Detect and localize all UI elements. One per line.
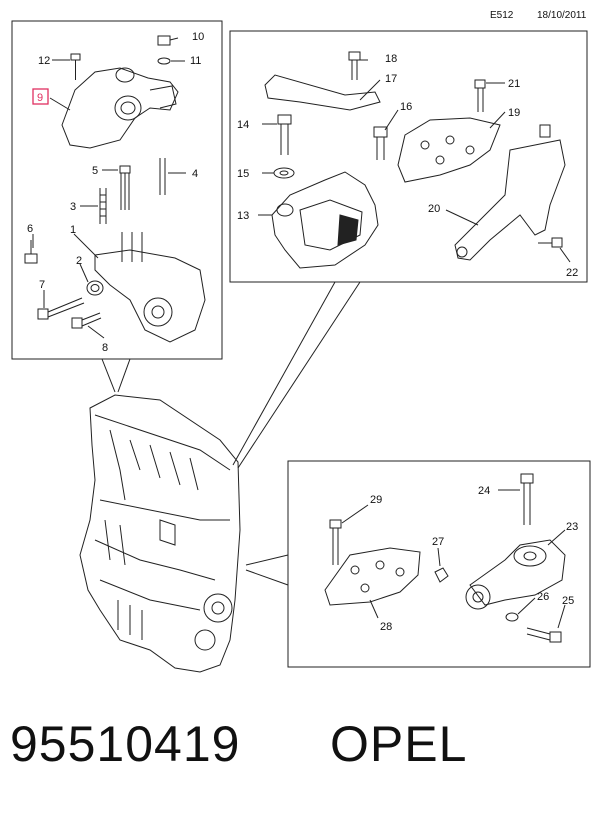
callout-25: 25: [562, 595, 574, 607]
washer-11: [157, 57, 171, 65]
bolt-8: [71, 312, 102, 329]
bolt-25: [526, 627, 562, 643]
callout-24: 24: [478, 485, 490, 497]
diagram-date: 18/10/2011: [537, 10, 587, 21]
callout-2: 2: [76, 255, 82, 267]
callout-4: 4: [192, 168, 198, 180]
bracket-17: [264, 74, 381, 111]
connector-bottom-2: [245, 569, 289, 586]
part-number: 95510419: [10, 716, 241, 772]
bolt-24: [520, 473, 534, 525]
connector-left-2: [117, 358, 131, 393]
nut-27: [434, 567, 449, 583]
highlight-box-9: [32, 88, 49, 105]
connector-right: [232, 281, 336, 466]
torque-mount-23: [465, 539, 566, 610]
bolt-7: [37, 297, 85, 320]
nut-10: [157, 35, 171, 46]
callout-1: 1: [70, 224, 76, 236]
callout-labels: 12 10 11 9 5 4 3 6 1 2 7 8 18 17 16 14 1…: [27, 31, 578, 633]
torque-rod-20: [454, 124, 566, 261]
callout-9: 9: [37, 92, 43, 104]
plate-28: [324, 547, 421, 606]
stud-4: [159, 158, 166, 195]
washer-15: [273, 167, 295, 179]
bolt-14: [277, 114, 292, 155]
callout-5: 5: [92, 165, 98, 177]
bushing-2: [86, 280, 104, 296]
mount-13: [271, 171, 379, 269]
leaders-top-left: [32, 37, 186, 339]
bolt-5: [119, 165, 131, 210]
callout-3: 3: [70, 201, 76, 213]
connector-left: [101, 358, 116, 393]
washer-26: [505, 612, 519, 622]
callout-12: 12: [38, 55, 50, 67]
stud-3: [99, 188, 107, 224]
callout-23: 23: [566, 521, 578, 533]
bolt-18: [348, 51, 361, 80]
engine-mount-bracket-9: [61, 67, 179, 149]
connector-bottom: [245, 554, 289, 566]
callout-26: 26: [537, 591, 549, 603]
bracket-assembly-1: [94, 232, 206, 343]
panel-bottom-right: [287, 460, 591, 668]
callout-28: 28: [380, 621, 392, 633]
bolt-29: [329, 519, 342, 565]
callout-22: 22: [566, 267, 578, 279]
callout-11: 11: [190, 55, 201, 67]
panel-top-right: [229, 30, 588, 283]
plate-19: [397, 117, 501, 183]
callout-7: 7: [39, 279, 45, 291]
callout-8: 8: [102, 342, 108, 354]
panel-top-left: [11, 20, 223, 360]
callout-29: 29: [370, 494, 382, 506]
diagram-code: E512: [490, 10, 514, 21]
connector-right-2: [237, 281, 361, 469]
callout-13: 13: [237, 210, 249, 222]
callout-16: 16: [400, 101, 412, 113]
brand-name: OPEL: [330, 716, 468, 772]
callout-14: 14: [237, 119, 249, 131]
callout-15: 15: [237, 168, 249, 180]
callout-18: 18: [385, 53, 397, 65]
bolt-6: [24, 240, 38, 264]
callout-20: 20: [428, 203, 440, 215]
bolt-21: [474, 79, 486, 112]
bolt-12: [70, 53, 81, 80]
leaders-bottom-right: [341, 489, 566, 629]
callout-6: 6: [27, 223, 33, 235]
bolt-16: [373, 126, 388, 160]
callout-10: 10: [192, 31, 204, 43]
bolt-22: [538, 237, 563, 248]
callout-21: 21: [508, 78, 520, 90]
callout-19: 19: [508, 107, 520, 119]
engine-block: [79, 394, 241, 673]
callout-17: 17: [385, 73, 397, 85]
leaders-top-right: [258, 59, 571, 263]
callout-27: 27: [432, 536, 444, 548]
